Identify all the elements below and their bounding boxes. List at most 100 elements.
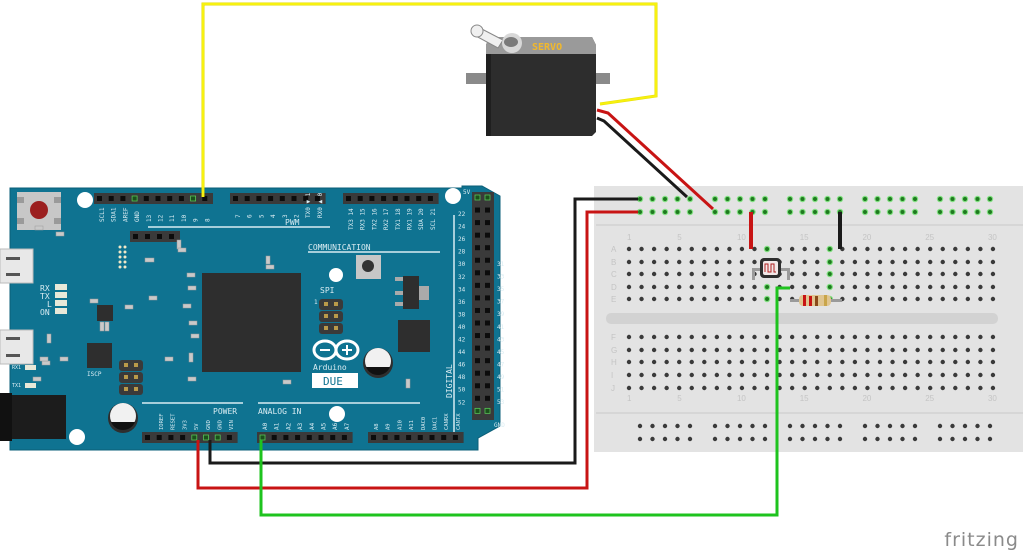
breadboard-hole[interactable] [727,359,732,365]
breadboard-hole[interactable] [651,246,657,252]
breadboard-hole[interactable] [902,246,908,252]
breadboard-hole[interactable] [852,347,858,353]
breadboard-hole[interactable] [815,259,820,265]
header-pin[interactable] [324,326,328,330]
breadboard-hole[interactable] [727,246,732,252]
breadboard-hole[interactable] [739,372,745,378]
breadboard-hole[interactable] [626,246,632,252]
breadboard-hole[interactable] [940,259,945,265]
breadboard-hole[interactable] [827,359,832,365]
header-pin[interactable] [268,196,274,201]
header-pin[interactable] [484,407,491,414]
breadboard-hole[interactable] [875,197,880,201]
header-pin[interactable] [475,345,480,351]
breadboard-hole[interactable] [739,334,745,340]
header-pin[interactable] [191,434,198,441]
breadboard-hole[interactable] [877,359,883,365]
header-pin[interactable] [203,434,209,441]
breadboard-hole[interactable] [727,259,732,265]
breadboard-hole[interactable] [702,334,707,340]
breadboard-hole[interactable] [789,259,795,265]
breadboard-hole[interactable] [737,423,743,429]
breadboard-hole[interactable] [965,359,971,365]
breadboard-hole[interactable] [877,246,883,252]
header-pin[interactable] [475,333,480,339]
breadboard-hole[interactable] [664,271,669,277]
header-pin[interactable] [108,196,114,201]
breadboard-hole[interactable] [825,423,830,429]
breadboard-hole[interactable] [651,372,657,378]
breadboard-hole[interactable] [915,385,920,391]
breadboard-hole[interactable] [638,197,642,201]
breadboard-hole[interactable] [664,347,669,353]
breadboard-hole[interactable] [802,271,807,277]
header-pin[interactable] [357,196,363,201]
breadboard-hole[interactable] [928,347,933,353]
header-pin[interactable] [475,383,480,389]
breadboard-hole[interactable] [840,334,845,340]
breadboard-hole[interactable] [825,197,830,201]
breadboard-hole[interactable] [965,284,971,290]
header-pin[interactable] [145,234,150,239]
wire-red-5v[interactable] [196,210,638,490]
breadboard-hole[interactable] [813,210,817,214]
header-pin[interactable] [404,196,410,201]
header-pin[interactable] [485,270,490,276]
header-pin[interactable] [475,245,480,251]
breadboard-hole[interactable] [912,423,918,429]
breadboard-hole[interactable] [815,246,820,252]
breadboard-hole[interactable] [750,197,755,201]
breadboard-hole[interactable] [750,436,755,442]
breadboard-hole[interactable] [739,259,745,265]
header-pin[interactable] [475,295,480,301]
breadboard-hole[interactable] [802,385,807,391]
breadboard-hole[interactable] [789,271,795,277]
breadboard-hole[interactable] [815,359,820,365]
header-pin[interactable] [279,196,285,201]
breadboard-hole[interactable] [802,259,807,265]
breadboard-hole[interactable] [950,210,955,214]
breadboard-hole[interactable] [777,246,782,252]
breadboard-hole[interactable] [663,210,667,214]
header-pin[interactable] [124,363,128,367]
header-pin[interactable] [475,320,480,326]
breadboard-hole[interactable] [639,259,644,265]
breadboard-hole[interactable] [664,385,669,391]
breadboard-hole[interactable] [940,284,945,290]
breadboard-hole[interactable] [975,423,980,429]
header-pin[interactable] [485,220,490,226]
breadboard-hole[interactable] [675,436,680,442]
header-pin[interactable] [334,302,338,306]
header-pin[interactable] [131,195,138,202]
breadboard-hole[interactable] [940,359,945,365]
breadboard-hole[interactable] [739,284,745,290]
breadboard-hole[interactable] [900,197,905,201]
header-pin[interactable] [441,435,447,440]
breadboard-hole[interactable] [750,423,755,429]
breadboard-hole[interactable] [639,246,644,252]
breadboard-hole[interactable] [626,259,632,265]
header-pin[interactable] [178,196,184,201]
header-pin[interactable] [429,435,435,440]
breadboard-hole[interactable] [677,359,682,365]
header-pin[interactable] [155,196,161,201]
breadboard-hole[interactable] [913,197,917,201]
breadboard-hole[interactable] [789,246,795,252]
breadboard-hole[interactable] [900,436,905,442]
breadboard-hole[interactable] [688,197,692,201]
breadboard-hole[interactable] [764,347,770,353]
breadboard-hole[interactable] [978,259,983,265]
breadboard-hole[interactable] [963,197,967,201]
breadboard-hole[interactable] [650,436,655,442]
breadboard-hole[interactable] [953,359,958,365]
breadboard-hole[interactable] [915,372,920,378]
breadboard-hole[interactable] [752,347,757,353]
breadboard-hole[interactable] [962,423,968,429]
breadboard-hole[interactable] [900,423,905,429]
breadboard-hole[interactable] [639,296,644,302]
breadboard-hole[interactable] [651,284,657,290]
header-pin[interactable] [318,435,324,440]
header-pin[interactable] [427,196,433,201]
breadboard-hole[interactable] [963,210,967,214]
header-pin[interactable] [134,387,138,391]
